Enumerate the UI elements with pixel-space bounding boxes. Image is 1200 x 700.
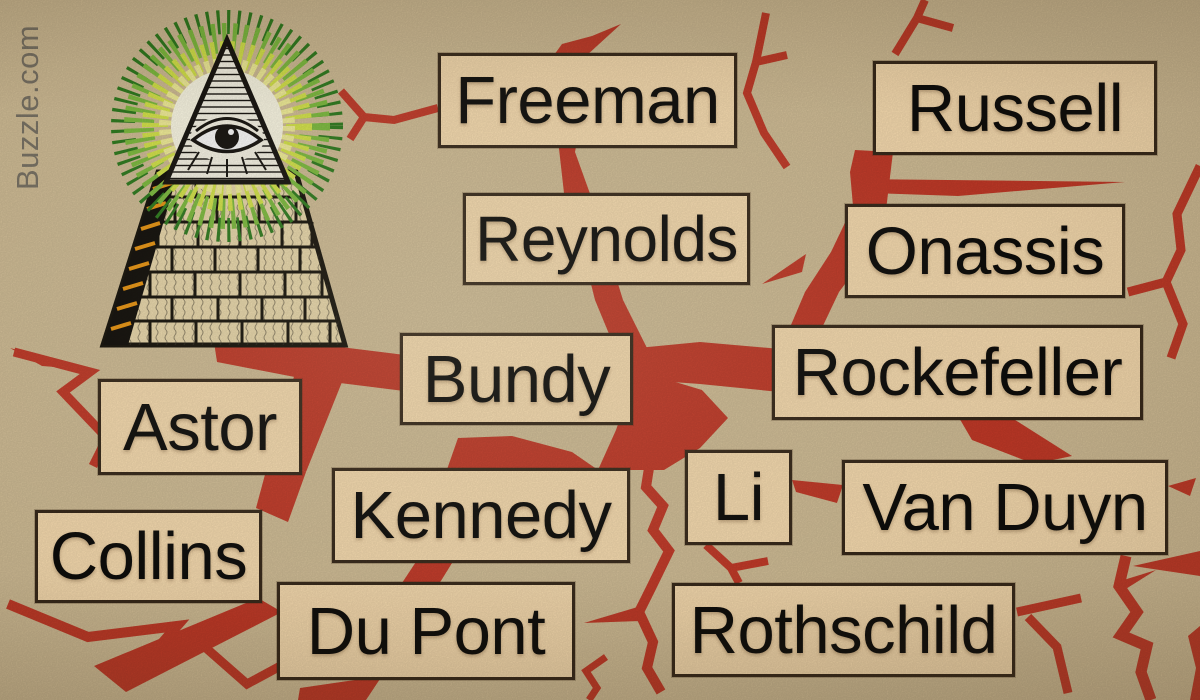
name-label: Rothschild <box>689 592 998 668</box>
name-box-freeman: Freeman <box>438 53 737 148</box>
name-box-astor: Astor <box>98 379 302 475</box>
name-label: Du Pont <box>306 593 546 669</box>
name-label: Astor <box>123 389 277 465</box>
name-box-kennedy: Kennedy <box>332 468 630 563</box>
name-label: Russell <box>906 70 1124 146</box>
name-label: Freeman <box>455 63 720 138</box>
name-label: Bundy <box>422 341 611 417</box>
name-label: Van Duyn <box>862 470 1148 545</box>
name-label: Rockefeller <box>792 335 1123 410</box>
name-label: Collins <box>49 519 248 594</box>
name-label: Reynolds <box>475 203 738 275</box>
name-label: Kennedy <box>350 478 613 553</box>
watermark-text: Buzzle.com <box>10 24 45 190</box>
name-label: Li <box>712 460 765 535</box>
name-label: Onassis <box>865 213 1105 289</box>
pyramid-body <box>99 169 349 348</box>
name-box-collins: Collins <box>35 510 262 603</box>
name-box-van-duyn: Van Duyn <box>842 460 1168 555</box>
name-box-bundy: Bundy <box>400 333 633 425</box>
name-box-rockefeller: Rockefeller <box>772 325 1143 420</box>
name-box-li: Li <box>685 450 792 545</box>
name-box-russell: Russell <box>873 61 1157 155</box>
name-box-du-pont: Du Pont <box>277 582 575 680</box>
name-box-reynolds: Reynolds <box>463 193 750 285</box>
name-box-rothschild: Rothschild <box>672 583 1015 677</box>
name-box-onassis: Onassis <box>845 204 1125 298</box>
